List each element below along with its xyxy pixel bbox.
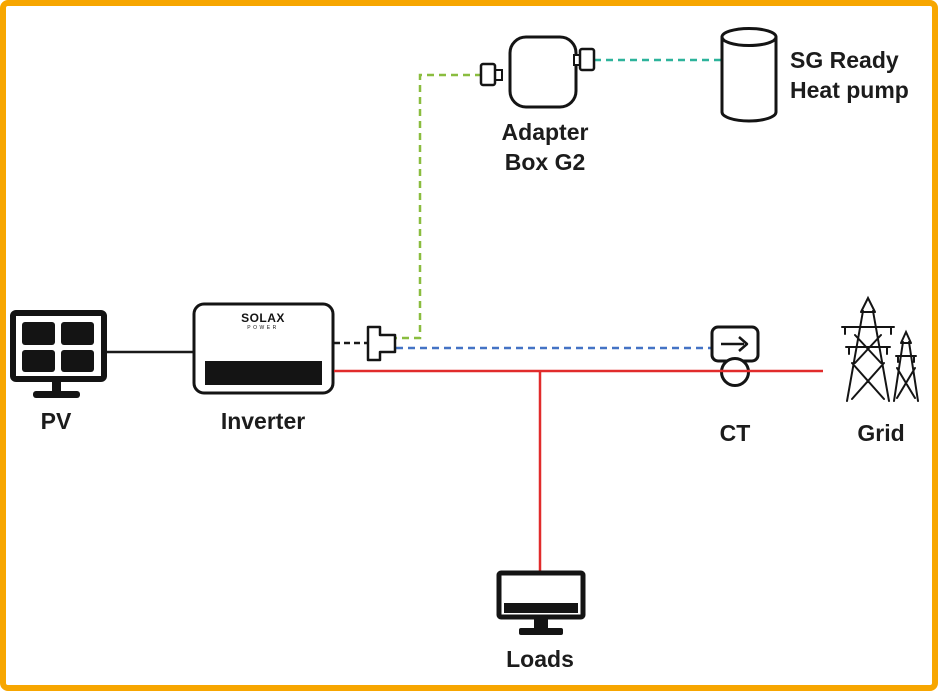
- pv-cell: [61, 322, 94, 345]
- adapter-right-plug-icon: [578, 47, 596, 72]
- inverter-display-bar: [205, 361, 322, 385]
- splitter-icon: [366, 325, 397, 362]
- heat-pump-label-line1: SG Ready: [790, 47, 899, 73]
- pv-icon: [10, 310, 107, 398]
- ct-label: CT: [719, 420, 751, 446]
- inverter-brand-sub: POWER: [247, 325, 279, 331]
- adapter-box-icon: [479, 35, 596, 109]
- adapter-left-plug-icon: [479, 62, 497, 87]
- adapter-box-label-line1: Adapter: [501, 119, 589, 145]
- adapter-box-body: [508, 35, 578, 109]
- pv-stand: [52, 379, 61, 392]
- grid-tower-small: [893, 329, 919, 402]
- inverter-brand: SOLAX POWER: [241, 311, 285, 332]
- pv-label: PV: [40, 408, 72, 434]
- loads-bezel: [504, 603, 578, 613]
- ct-arrowhead-icon: [738, 336, 749, 352]
- grid-icon: [841, 295, 919, 402]
- grid-label: Grid: [857, 420, 905, 446]
- splitter-adapter-green-line: [395, 73, 482, 340]
- pv-base: [33, 391, 80, 398]
- loads-stand: [534, 617, 548, 628]
- loads-icon: [496, 570, 586, 635]
- inverter-label: Inverter: [220, 408, 306, 434]
- adapter-box-label: Adapter Box G2: [502, 117, 589, 177]
- heat-pump-label-line2: Heat pump: [790, 77, 909, 103]
- adapter-box-label-line2: Box G2: [504, 149, 586, 175]
- heat-pump-top: [720, 27, 778, 47]
- grid-tower-large: [841, 295, 895, 402]
- loads-base: [519, 628, 563, 635]
- pv-cell: [22, 322, 55, 345]
- loads-label: Loads: [506, 646, 574, 672]
- heat-pump-body: [720, 37, 778, 123]
- pv-cell: [22, 350, 55, 372]
- inverter-brand-name: SOLAX: [241, 311, 285, 325]
- heat-pump-icon: [720, 27, 778, 123]
- inverter-icon: [192, 302, 335, 395]
- heat-pump-label: SG Ready Heat pump: [790, 45, 909, 105]
- pv-cell: [61, 350, 94, 372]
- ct-icon: [710, 325, 760, 387]
